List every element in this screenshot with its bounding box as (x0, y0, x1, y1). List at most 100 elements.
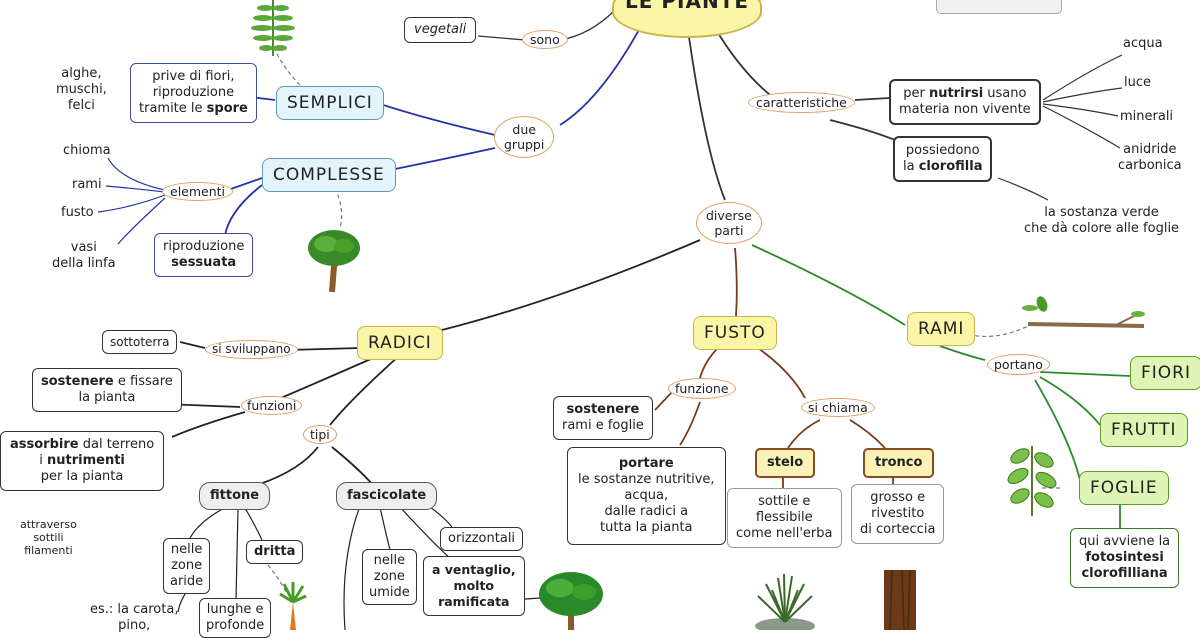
clor-b: clorofilla (918, 159, 983, 174)
branch-icon (1022, 296, 1145, 328)
dritta-box[interactable]: dritta (246, 540, 304, 564)
mat-minerali: minerali (1120, 109, 1174, 124)
line-duegruppi-semplici (379, 103, 496, 136)
semplici-desc-bold: spore (206, 101, 248, 116)
complesse-node[interactable]: COMPLESSE (262, 158, 396, 192)
orizzontali-box[interactable]: orizzontali (440, 527, 524, 551)
nutr-c: usano materia non vivente (899, 86, 1031, 117)
foto-text: qui avviene la (1079, 534, 1171, 549)
semplici-node[interactable]: SEMPLICI (276, 86, 384, 120)
grass-icon (755, 573, 815, 630)
fotosintesi-box[interactable]: qui avviene la fotosintesi clorofilliana (1070, 528, 1180, 588)
port-text: le sostanze nutritive, acqua, dalle radi… (578, 472, 715, 535)
rami-node[interactable]: RAMI (907, 312, 976, 346)
mat-anidride: anidride carbonica (1118, 142, 1182, 173)
leaf-icon (1007, 446, 1057, 516)
sost-text: rami e foglie (562, 418, 644, 433)
line-duegruppi-complesse (389, 147, 496, 171)
elem-vasi: vasi della linfa (52, 240, 116, 271)
mat-luce: luce (1124, 75, 1151, 90)
fusto-node[interactable]: FUSTO (693, 316, 777, 350)
port-bold: portare (618, 456, 674, 471)
funzione-label: funzione (668, 378, 736, 399)
si-sviluppano-label: si sviluppano (205, 340, 298, 359)
stelo-node[interactable]: stelo (755, 448, 816, 478)
ripro-bold: sessuata (171, 255, 237, 270)
fern-icon (251, 0, 295, 56)
elementi-label: elementi (162, 182, 234, 201)
due-gruppi-label: due gruppi (494, 116, 555, 158)
line-root-diverseparti (687, 29, 726, 201)
f1-text: e fissare la pianta (78, 374, 173, 405)
tree-icon (308, 230, 360, 293)
tronco-desc-box[interactable]: grosso e rivestito di corteccia (851, 484, 945, 544)
portare-box[interactable]: portare le sostanze nutritive, acqua, da… (567, 447, 726, 545)
trunk-icon (884, 569, 916, 630)
elem-chioma: chioma (63, 143, 111, 158)
es-carota-text: es.: la carota, pino, (90, 602, 179, 633)
fittone-node[interactable]: fittone (199, 482, 271, 510)
foto-bold: fotosintesi clorofilliana (1081, 550, 1168, 581)
line-dp-fusto (734, 247, 738, 317)
clor-a: possiedono la (903, 143, 980, 174)
line-dp-rami (751, 244, 906, 326)
top-right-box (936, 0, 1062, 14)
frutti-node[interactable]: FRUTTI (1100, 413, 1188, 447)
root-node[interactable]: LE PIANTE (612, 0, 762, 38)
stelo-desc-box[interactable]: sottile e flessibile come nell'erba (727, 488, 842, 548)
radici-node[interactable]: RADICI (357, 326, 443, 360)
clorofilla-box[interactable]: possiedono la clorofilla (893, 136, 993, 182)
tipi-label: tipi (303, 425, 337, 444)
assorbire-box[interactable]: assorbire dal terreno i nutrimenti per l… (0, 431, 165, 491)
fiori-node[interactable]: FIORI (1130, 356, 1200, 390)
attraverso-text: attraverso sottili filamenti (20, 518, 77, 557)
foglie-node[interactable]: FOGLIE (1079, 471, 1169, 505)
line-complesse-tree (334, 187, 343, 229)
zone-umide-box[interactable]: nelle zone umide (362, 549, 417, 605)
ripro-text: riproduzione (163, 239, 245, 254)
f2-text-2: per la pianta (40, 469, 124, 484)
semplici-examples: alghe, muschi, felci (56, 66, 107, 113)
carrot-icon (279, 582, 307, 630)
mat-acqua: acqua (1123, 36, 1163, 51)
tree-roots-icon (539, 572, 603, 630)
funzioni-label: funzioni (241, 396, 303, 415)
sostanza-verde-text: la sostanza verde che dà colore alle fog… (1024, 205, 1180, 236)
line-semplici-fern (274, 49, 301, 86)
sost-bold: sostenere (566, 402, 640, 417)
diverse-parti-label: diverse parti (696, 202, 762, 244)
sostenere-radici-box[interactable]: sostenere e fissare la pianta (32, 368, 182, 412)
fascicolate-node[interactable]: fascicolate (336, 482, 438, 510)
elem-rami: rami (72, 177, 102, 192)
nutrirsi-box[interactable]: per nutrirsi usano materia non vivente (889, 79, 1041, 125)
line-root-duegruppi (559, 27, 641, 126)
line-root-caratteristiche (714, 27, 771, 96)
tronco-node[interactable]: tronco (863, 448, 935, 478)
semplici-desc-box[interactable]: prive di fiori, riproduzione tramite le … (130, 63, 257, 123)
line-dp-radici (441, 239, 701, 331)
f1-bold: sostenere (41, 374, 114, 389)
line-root-sono (559, 9, 616, 41)
line-complesse-ripro (224, 184, 263, 236)
ventaglio-box[interactable]: a ventaglio, molto ramificata (423, 556, 525, 616)
line-sono-vegetali (477, 35, 526, 41)
f2-text: dal terreno i (39, 437, 155, 468)
f2-bold: assorbire (10, 437, 79, 452)
vegetali-box[interactable]: vegetali (404, 17, 477, 43)
elem-fusto: fusto (61, 205, 94, 220)
lunghe-profonde-box[interactable]: lunghe e profonde (199, 598, 272, 638)
line-complesse-elementi (227, 177, 263, 191)
sono-label: sono (522, 30, 568, 49)
vegetali-text: vegetali (414, 22, 467, 37)
semplici-desc-text: prive di fiori, riproduzione tramite le (139, 69, 235, 116)
f2-bold-2: nutrimenti (47, 453, 125, 468)
line-car-nutrirsi (854, 97, 890, 101)
zone-aride-box[interactable]: nelle zone aride (163, 538, 211, 594)
nutr-a: per (903, 86, 929, 101)
sottoterra-box[interactable]: sottoterra (102, 330, 178, 354)
sostenere-fusto-box[interactable]: sostenere rami e foglie (553, 396, 653, 440)
portano-label: portano (987, 354, 1050, 375)
line-car-clorofilla (829, 119, 896, 141)
